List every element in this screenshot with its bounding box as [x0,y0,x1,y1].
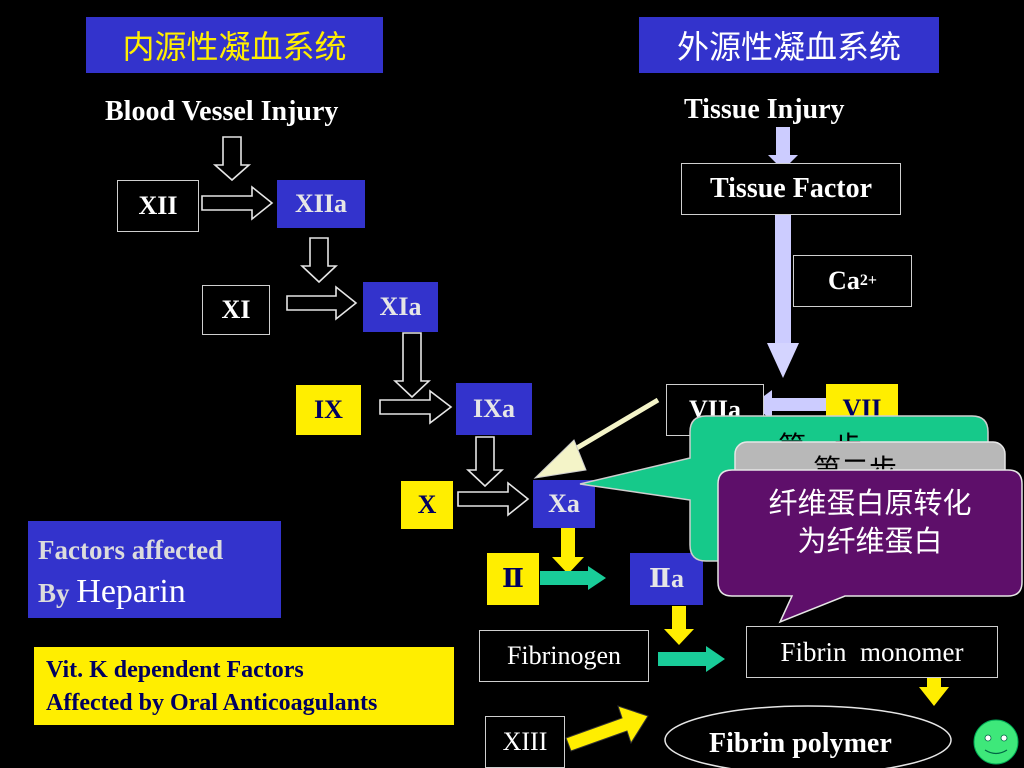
right-arrow-xi-to-xia [286,285,358,321]
right-arrow-fibrinogen-shaft [658,652,708,666]
factor-xiia-box: XIIa [277,180,365,228]
heparin-line1: Factors affected [38,535,224,565]
heparin-by-label: By [38,578,77,608]
step3-line2: 为纤维蛋白 [797,524,943,558]
fibrinogen-box: Fibrinogen [479,630,649,682]
tissue-factor-box: Tissue Factor [681,163,901,215]
factor-ix-box: IX [296,385,361,435]
down-arrow-injury-to-xii [212,136,252,182]
heparin-line2: By Heparin [38,571,271,614]
step3-callout [717,469,1023,624]
diagonal-arrow-xiii [565,705,649,752]
fibrin-monomer-box: Fibrin monomer [746,626,998,678]
down-arrow-tissue-injury-head [768,155,798,170]
extrinsic-system-title: 外源性凝血系统 [639,17,939,73]
factor-xii-box: XII [117,180,199,232]
right-arrow-ii-shaft [540,571,590,585]
diagonal-arrow-viia-to-xa-head [533,439,587,479]
fibrin-polymer-ellipse [664,705,952,768]
factor-ii-box: Ⅱ [487,553,539,605]
right-arrow-x-to-xa [457,481,530,517]
calcium-charge: 2+ [859,272,877,289]
factor-xiii-box: XIII [485,716,565,768]
right-arrow-xii-to-xiia [201,185,274,221]
left-arrow-vii-shaft [770,398,828,411]
down-arrow-iia-shaft [672,606,686,632]
vitamin-k-line2: Affected by Oral Anticoagulants [46,690,378,716]
down-arrow-xa-head [552,557,584,574]
step3-callout-text: 纤维蛋白原转化 为纤维蛋白 [720,484,1020,560]
down-arrow-tissue-factor-head [767,343,799,378]
smiley-face-icon [973,719,1019,765]
down-arrow-monomer-head [919,687,949,706]
right-arrow-ii-head [588,566,606,590]
down-arrow-xa-shaft [561,528,575,560]
factor-xa-box: Xa [533,480,595,528]
step3-line1: 纤维蛋白原转化 [768,486,972,520]
down-arrow-xia [392,332,432,399]
blood-vessel-injury-label: Blood Vessel Injury [105,96,339,127]
factor-xi-box: XI [202,285,270,335]
calcium-label: Ca [828,266,860,295]
factor-iia-box: Ⅱa [630,553,703,605]
down-arrow-iia-head [664,629,694,645]
heparin-word: Heparin [76,573,186,610]
fibrin-polymer-label: Fibrin polymer [709,728,892,759]
heparin-factors-box: Factors affected By Heparin [28,521,281,618]
vitamin-k-line1: Vit. K dependent Factors [46,657,304,683]
down-arrow-ixa [465,436,505,488]
factor-x-box: X [401,481,453,529]
tissue-injury-label: Tissue Injury [684,94,845,125]
down-arrow-tissue-factor-shaft [775,215,791,345]
intrinsic-system-title: 内源性凝血系统 [86,17,383,73]
down-arrow-tissue-injury-shaft [776,127,790,157]
right-arrow-fibrinogen-head [706,646,725,672]
down-arrow-xiia [299,237,339,284]
right-arrow-ix-to-ixa [379,389,453,425]
vitamin-k-factors-box: Vit. K dependent Factors Affected by Ora… [34,647,454,725]
factor-ixa-box: IXa [456,383,532,435]
factor-xia-box: XIa [363,282,438,332]
